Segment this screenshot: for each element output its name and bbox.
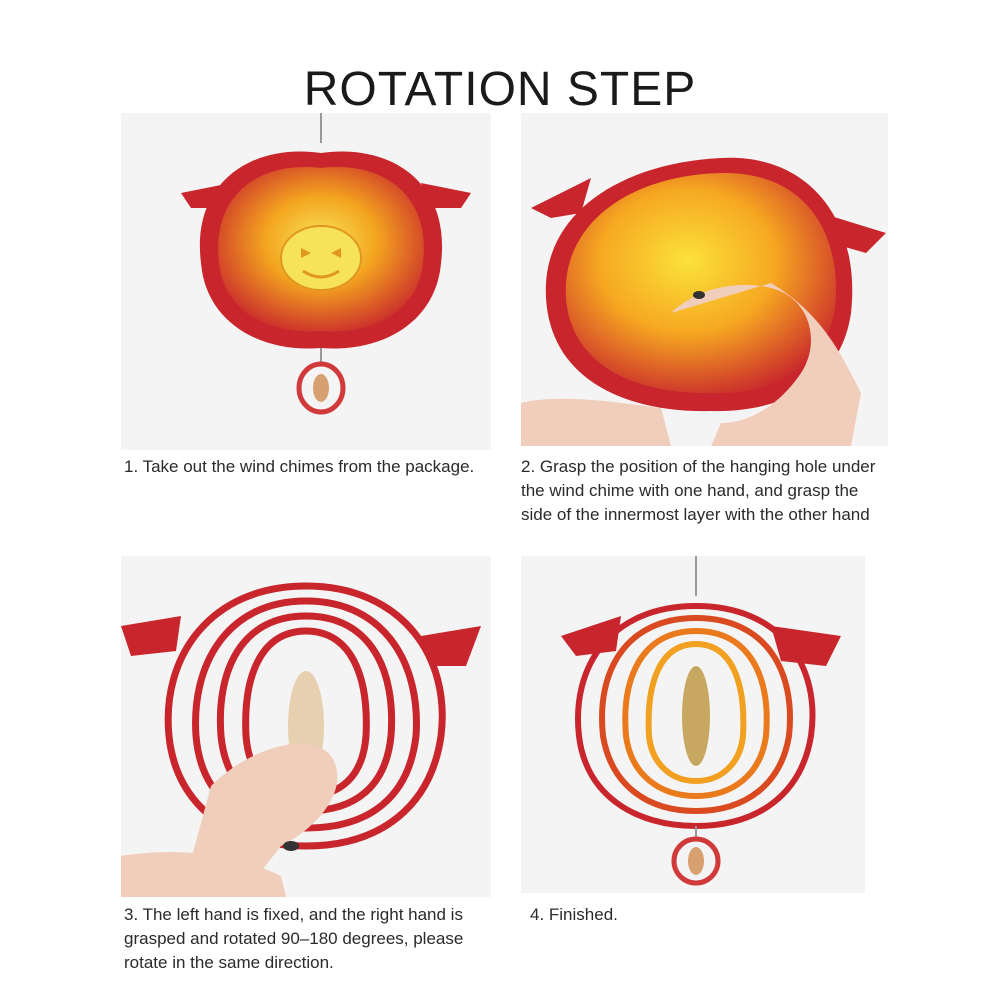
step-1-photo bbox=[121, 113, 491, 450]
step-1-caption: 1. Take out the wind chimes from the pac… bbox=[124, 457, 475, 476]
hands-rotating-spinner-image bbox=[121, 556, 491, 897]
page-title: ROTATION STEP bbox=[303, 63, 697, 117]
step-2-photo bbox=[521, 113, 888, 446]
step-4-caption: 4. Finished. bbox=[530, 905, 618, 924]
step-2-caption: 2. Grasp the position of the hanging hol… bbox=[521, 457, 876, 524]
hands-grasping-spinner-image bbox=[521, 113, 888, 446]
step-3-caption: 3. The left hand is fixed, and the right… bbox=[124, 905, 464, 972]
expanded-pumpkin-spinner-image bbox=[521, 556, 865, 893]
pumpkin-spinner-flat-image bbox=[121, 113, 491, 450]
step-3-photo bbox=[121, 556, 491, 897]
step-4-photo bbox=[521, 556, 865, 893]
